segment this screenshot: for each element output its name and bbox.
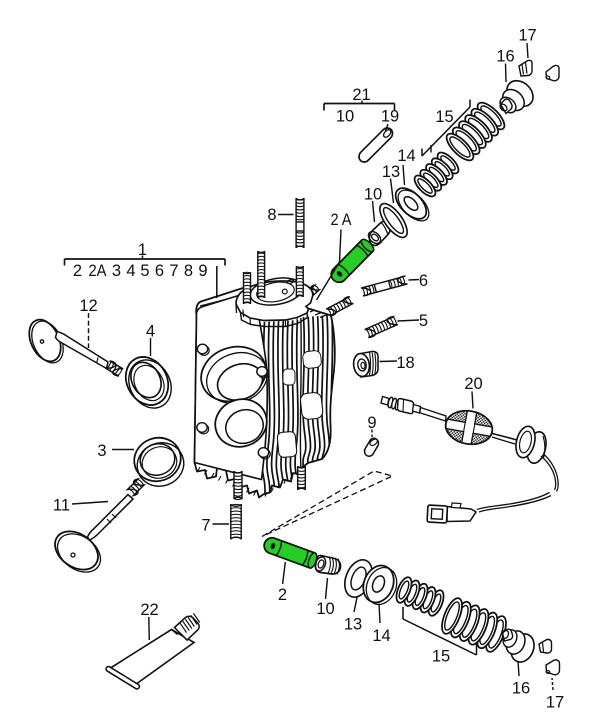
svg-text:8: 8 [184, 262, 193, 280]
svg-text:7: 7 [169, 262, 178, 280]
svg-text:19: 19 [381, 108, 399, 126]
svg-text:20: 20 [464, 375, 482, 393]
svg-text:15: 15 [435, 108, 453, 126]
svg-text:2: 2 [278, 586, 287, 604]
svg-text:22: 22 [140, 601, 158, 619]
svg-text:8: 8 [267, 206, 276, 224]
svg-text:16: 16 [496, 48, 514, 66]
svg-text:9: 9 [198, 262, 207, 280]
svg-text:17: 17 [518, 27, 536, 45]
svg-text:2A: 2A [89, 262, 107, 280]
svg-text:12: 12 [79, 297, 97, 315]
svg-text:7: 7 [201, 517, 210, 535]
svg-text:15: 15 [432, 648, 450, 666]
svg-text:2 A: 2 A [331, 211, 352, 229]
svg-text:18: 18 [396, 354, 414, 372]
svg-text:10: 10 [316, 600, 334, 618]
svg-text:3: 3 [112, 262, 121, 280]
svg-text:14: 14 [372, 627, 390, 645]
svg-text:16: 16 [512, 680, 530, 698]
svg-text:13: 13 [344, 616, 362, 634]
svg-text:5: 5 [419, 312, 428, 330]
svg-text:9: 9 [367, 414, 376, 432]
svg-text:10: 10 [336, 108, 354, 126]
svg-text:14: 14 [397, 147, 415, 165]
svg-text:5: 5 [140, 262, 149, 280]
svg-text:17: 17 [546, 694, 564, 712]
svg-text:3: 3 [97, 442, 106, 460]
svg-text:6: 6 [155, 262, 164, 280]
svg-text:4: 4 [126, 262, 135, 280]
svg-text:13: 13 [382, 163, 400, 181]
svg-text:2: 2 [73, 262, 82, 280]
svg-text:11: 11 [53, 497, 70, 515]
svg-text:10: 10 [364, 186, 382, 204]
svg-text:1: 1 [138, 241, 147, 259]
svg-text:4: 4 [146, 323, 155, 341]
svg-text:21: 21 [352, 86, 370, 104]
svg-text:6: 6 [419, 272, 428, 290]
